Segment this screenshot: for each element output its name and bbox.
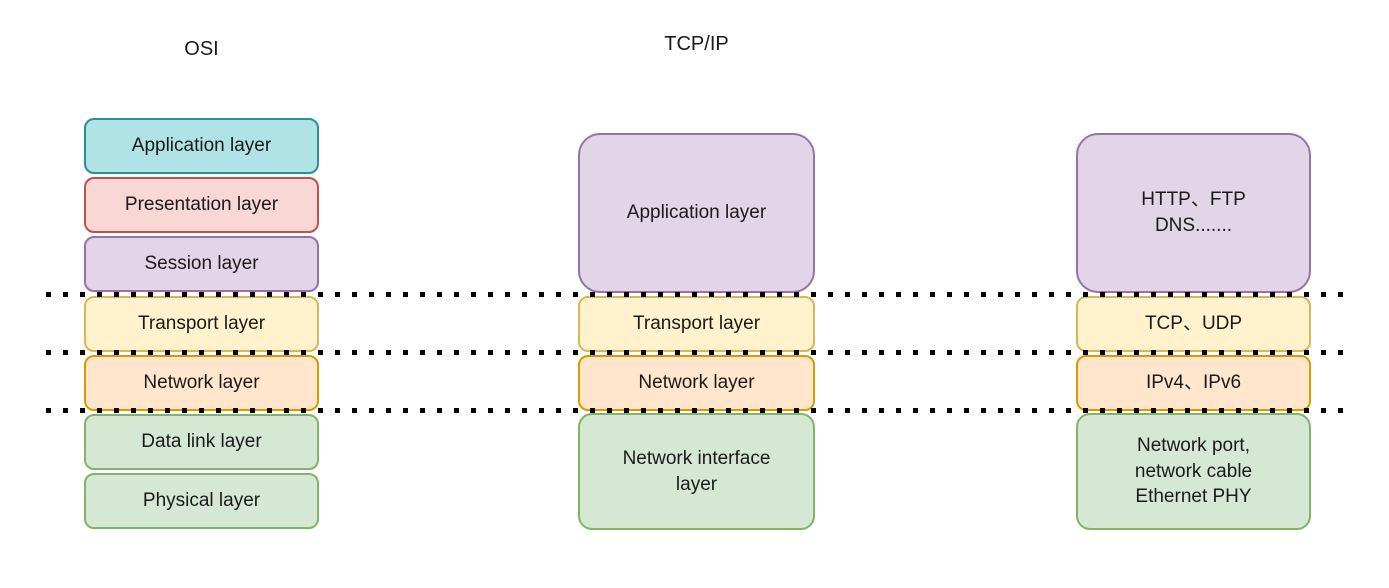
tcpip-column-title: TCP/IP — [664, 33, 729, 55]
osi-box-network-layer: Network layer — [84, 355, 319, 411]
osi-column-title: OSI — [184, 38, 219, 60]
osi-box-data-link-layer: Data link layer — [84, 414, 319, 470]
osi-box-application-layer: Application layer — [84, 118, 319, 174]
divider-dotted-line-network-datalink — [46, 408, 1346, 413]
protocols-box-network-examples: IPv4、IPv6 — [1076, 355, 1311, 411]
osi-box-presentation-layer: Presentation layer — [84, 177, 319, 233]
tcpip-box-application-layer: Application layer — [578, 133, 815, 293]
protocols-box-physical-examples: Network port, network cable Ethernet PHY — [1076, 413, 1311, 530]
protocols-box-application-examples: HTTP、FTP DNS....... — [1076, 133, 1311, 293]
divider-dotted-line-application-transport — [46, 292, 1346, 297]
osi-box-physical-layer: Physical layer — [84, 473, 319, 529]
tcpip-box-transport-layer: Transport layer — [578, 296, 815, 352]
osi-box-session-layer: Session layer — [84, 236, 319, 292]
osi-box-transport-layer: Transport layer — [84, 296, 319, 352]
tcpip-box-network-layer: Network layer — [578, 355, 815, 411]
tcpip-box-network-interface-layer: Network interface layer — [578, 413, 815, 530]
protocols-box-transport-examples: TCP、UDP — [1076, 296, 1311, 352]
divider-dotted-line-transport-network — [46, 350, 1346, 355]
